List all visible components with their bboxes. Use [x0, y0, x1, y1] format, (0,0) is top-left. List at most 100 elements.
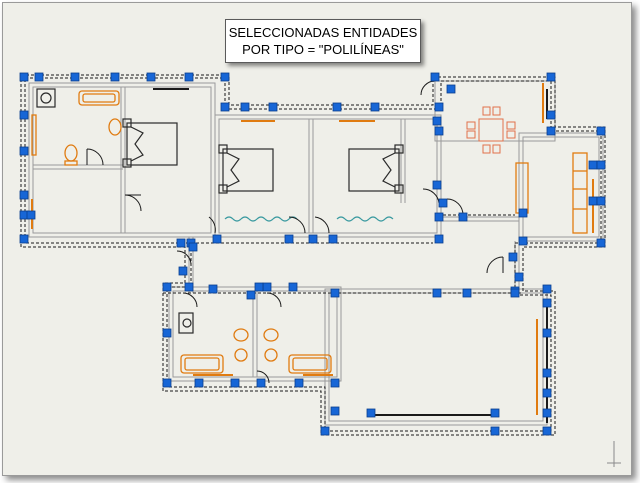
grip-handle[interactable]: [546, 126, 556, 136]
grip-handle[interactable]: [546, 110, 556, 120]
grip-handle[interactable]: [366, 408, 376, 418]
grip-handle[interactable]: [542, 426, 552, 436]
grip-handle[interactable]: [542, 388, 552, 398]
grip-handle[interactable]: [458, 212, 468, 222]
grip-handle[interactable]: [230, 378, 240, 388]
grip-handle[interactable]: [370, 102, 380, 112]
grip-handle[interactable]: [284, 234, 294, 244]
table-chairs-icon: [466, 106, 516, 154]
bathtub-icon: [288, 354, 332, 374]
grip-handle[interactable]: [208, 284, 218, 294]
grip-handle[interactable]: [246, 290, 256, 300]
grip-handle[interactable]: [434, 234, 444, 244]
grip-handle[interactable]: [542, 408, 552, 418]
callout-line-1: SELECCIONADAS ENTIDADES: [228, 25, 418, 40]
grip-handle[interactable]: [194, 378, 204, 388]
grip-handle[interactable]: [184, 72, 194, 82]
grip-handle[interactable]: [596, 160, 606, 170]
grip-handle[interactable]: [262, 282, 272, 292]
grip-handle[interactable]: [432, 180, 442, 190]
grip-handle[interactable]: [254, 282, 264, 292]
grip-handle[interactable]: [490, 408, 500, 418]
grip-handle[interactable]: [588, 196, 598, 206]
grip-handle[interactable]: [34, 72, 44, 82]
kitchen-counter: [515, 162, 529, 214]
grip-handle[interactable]: [332, 102, 342, 112]
grip-handle[interactable]: [434, 102, 444, 112]
callout-line-2: POR TIPO = "POLILÍNEAS": [242, 42, 404, 57]
grip-handle[interactable]: [430, 72, 440, 82]
grip-handle[interactable]: [432, 288, 442, 298]
grip-handle[interactable]: [176, 238, 186, 248]
grip-handle[interactable]: [256, 378, 266, 388]
grip-handle[interactable]: [434, 126, 444, 136]
grip-handle[interactable]: [542, 368, 552, 378]
grip-handle[interactable]: [212, 234, 222, 244]
grip-handle[interactable]: [434, 212, 444, 222]
ucs-icon: [607, 441, 621, 467]
grip-handle[interactable]: [19, 110, 29, 120]
bed-icon: [218, 144, 274, 194]
grip-handle[interactable]: [462, 288, 472, 298]
grip-handle[interactable]: [162, 328, 172, 338]
grip-handle[interactable]: [596, 238, 606, 248]
grip-handle[interactable]: [294, 378, 304, 388]
grip-handle[interactable]: [510, 288, 520, 298]
grip-handle[interactable]: [162, 282, 172, 292]
drawing-viewport[interactable]: SELECCIONADAS ENTIDADES POR TIPO = "POLI…: [2, 2, 632, 476]
grip-handle[interactable]: [546, 72, 556, 82]
bed-icon: [122, 118, 178, 168]
washer-icon: [36, 88, 56, 108]
selection-grips[interactable]: [19, 72, 606, 436]
grip-handle[interactable]: [146, 72, 156, 82]
sink-icon: [108, 118, 122, 136]
grip-handle[interactable]: [70, 72, 80, 82]
grip-handle[interactable]: [184, 282, 194, 292]
grip-handle[interactable]: [240, 102, 250, 112]
grip-handle[interactable]: [19, 146, 29, 156]
bathtub-icon: [78, 90, 120, 106]
grip-handle[interactable]: [330, 406, 340, 416]
grip-handle[interactable]: [19, 234, 29, 244]
floor-plan[interactable]: [3, 3, 631, 475]
grip-handle[interactable]: [432, 116, 442, 126]
bed-icon: [348, 144, 404, 194]
grip-handle[interactable]: [330, 378, 340, 388]
grip-handle[interactable]: [26, 210, 36, 220]
grip-handle[interactable]: [220, 72, 230, 82]
grip-handle[interactable]: [446, 84, 456, 94]
grip-handle[interactable]: [596, 196, 606, 206]
grip-handle[interactable]: [178, 266, 188, 276]
grip-handle[interactable]: [308, 234, 318, 244]
beds: [36, 88, 404, 334]
bold-edges: [153, 88, 548, 423]
bathtub-icon: [180, 354, 224, 374]
grip-handle[interactable]: [490, 426, 500, 436]
water-lines: [224, 216, 394, 222]
grip-handle[interactable]: [19, 190, 29, 200]
grip-handle[interactable]: [288, 282, 298, 292]
toilet-icon: [64, 144, 78, 162]
grip-handle[interactable]: [19, 72, 29, 82]
grip-handle[interactable]: [588, 160, 598, 170]
grip-handle[interactable]: [110, 72, 120, 82]
grip-handle[interactable]: [542, 298, 552, 308]
fixtures: [31, 83, 594, 415]
grip-handle[interactable]: [220, 102, 230, 112]
grip-handle[interactable]: [162, 378, 172, 388]
grip-handle[interactable]: [330, 288, 340, 298]
grip-handle[interactable]: [596, 126, 606, 136]
grip-handle[interactable]: [320, 426, 330, 436]
grip-handle[interactable]: [542, 284, 552, 294]
grip-handle[interactable]: [328, 234, 338, 244]
grip-handle[interactable]: [268, 102, 278, 112]
grip-handle[interactable]: [518, 208, 528, 218]
grip-handle[interactable]: [188, 242, 198, 252]
grip-handle[interactable]: [438, 198, 448, 208]
grip-handle[interactable]: [508, 252, 518, 262]
grip-handle[interactable]: [514, 272, 524, 282]
grip-handle[interactable]: [542, 328, 552, 338]
grip-handle[interactable]: [518, 236, 528, 246]
sink-icon: [178, 312, 194, 334]
selection-callout: SELECCIONADAS ENTIDADES POR TIPO = "POLI…: [225, 19, 421, 63]
